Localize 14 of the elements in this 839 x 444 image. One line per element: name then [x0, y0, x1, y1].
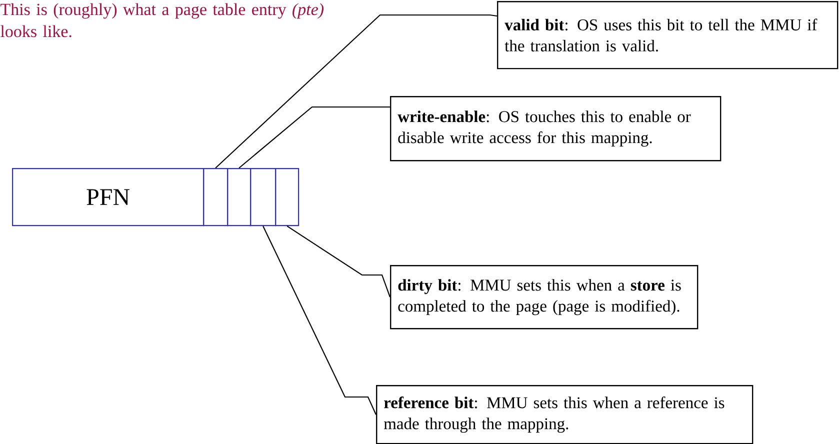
callout-box: reference bit: MMU sets this when a reference is made through the mapping. — [376, 384, 754, 444]
title: This is (roughly) what a page table entry (pte) looks like. — [0, 3, 324, 38]
bit-cell — [250, 168, 276, 226]
leader-line — [215, 14, 498, 168]
leader-line — [238, 106, 390, 168]
leader-line — [262, 226, 376, 415]
bit-cell — [275, 168, 300, 226]
pfn-field: PFN — [12, 168, 204, 226]
bit-cell — [227, 168, 252, 226]
callout-box: write-enable: OS touches this to enable or disable write access for this mapping. — [390, 96, 722, 162]
callout-box: valid bit: OS uses this bit to tell the MMU if the translation is valid. — [497, 1, 838, 70]
callout-box: dirty bit: MMU sets this when a store is completed to the page (page is modified). — [390, 265, 698, 330]
leader-line — [286, 226, 391, 298]
bit-cell — [203, 168, 228, 226]
